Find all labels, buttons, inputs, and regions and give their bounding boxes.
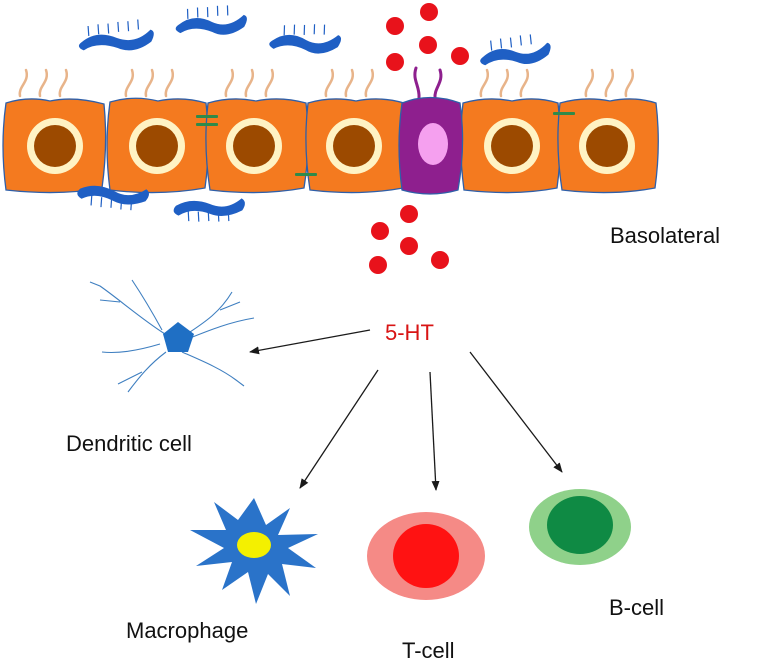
luminal-bacteria [78,5,551,66]
bacterium [175,5,247,35]
arrow-to-dendritic-cell [249,329,371,355]
epithelial-layer [2,97,659,194]
tight-junction [196,115,218,118]
serotonin-granule [386,17,404,35]
b-cell-icon [529,489,631,565]
tight-junction [196,123,218,126]
tight-junction [553,112,575,115]
epithelial-cell [305,98,407,194]
dendritic-cell-icon [89,279,255,393]
serotonin-granule [420,3,438,21]
basolateral-label: Basolateral [610,223,720,248]
serotonin-granule [451,47,469,65]
bacterium [78,19,154,51]
basolateral-serotonin-granules [369,205,449,274]
bacterium [480,34,551,66]
epithelial-cell [106,97,209,194]
t-cell-icon [367,512,485,600]
b-cell-label: B-cell [609,595,664,620]
apical-serotonin-granules [386,3,469,71]
serotonin-granule [369,256,387,274]
arrow-to-b-cell [469,351,563,473]
serotonin-granule [386,53,404,71]
ec-cell-projections [413,66,443,100]
serotonin-granule [419,36,437,54]
tight-junctions [196,112,575,176]
serotonin-granule [400,205,418,223]
serotonin-granule [431,251,449,269]
signaling-arrows [249,329,563,491]
serotonin-granule [400,237,418,255]
epithelial-cell [460,98,561,194]
bacterium [173,198,245,222]
dendritic-cell-label: Dendritic cell [66,431,192,456]
basal-bacteria [77,185,245,222]
macrophage-icon [190,498,318,604]
t-cell-label: T-cell [402,638,455,663]
macrophage-label: Macrophage [126,618,248,643]
epithelial-cell [205,98,309,194]
arrow-to-macrophage [299,369,379,489]
tight-junction [295,173,317,176]
epithelial-cell [557,98,659,194]
serotonin-granule [371,222,389,240]
microvilli [18,68,635,98]
bacterium [269,24,342,54]
serotonin-label: 5-HT [385,320,434,345]
arrow-to-t-cell [429,371,440,491]
bacterium [77,185,149,211]
epithelial-cell [2,98,107,194]
enterochromaffin-cell [398,96,464,195]
